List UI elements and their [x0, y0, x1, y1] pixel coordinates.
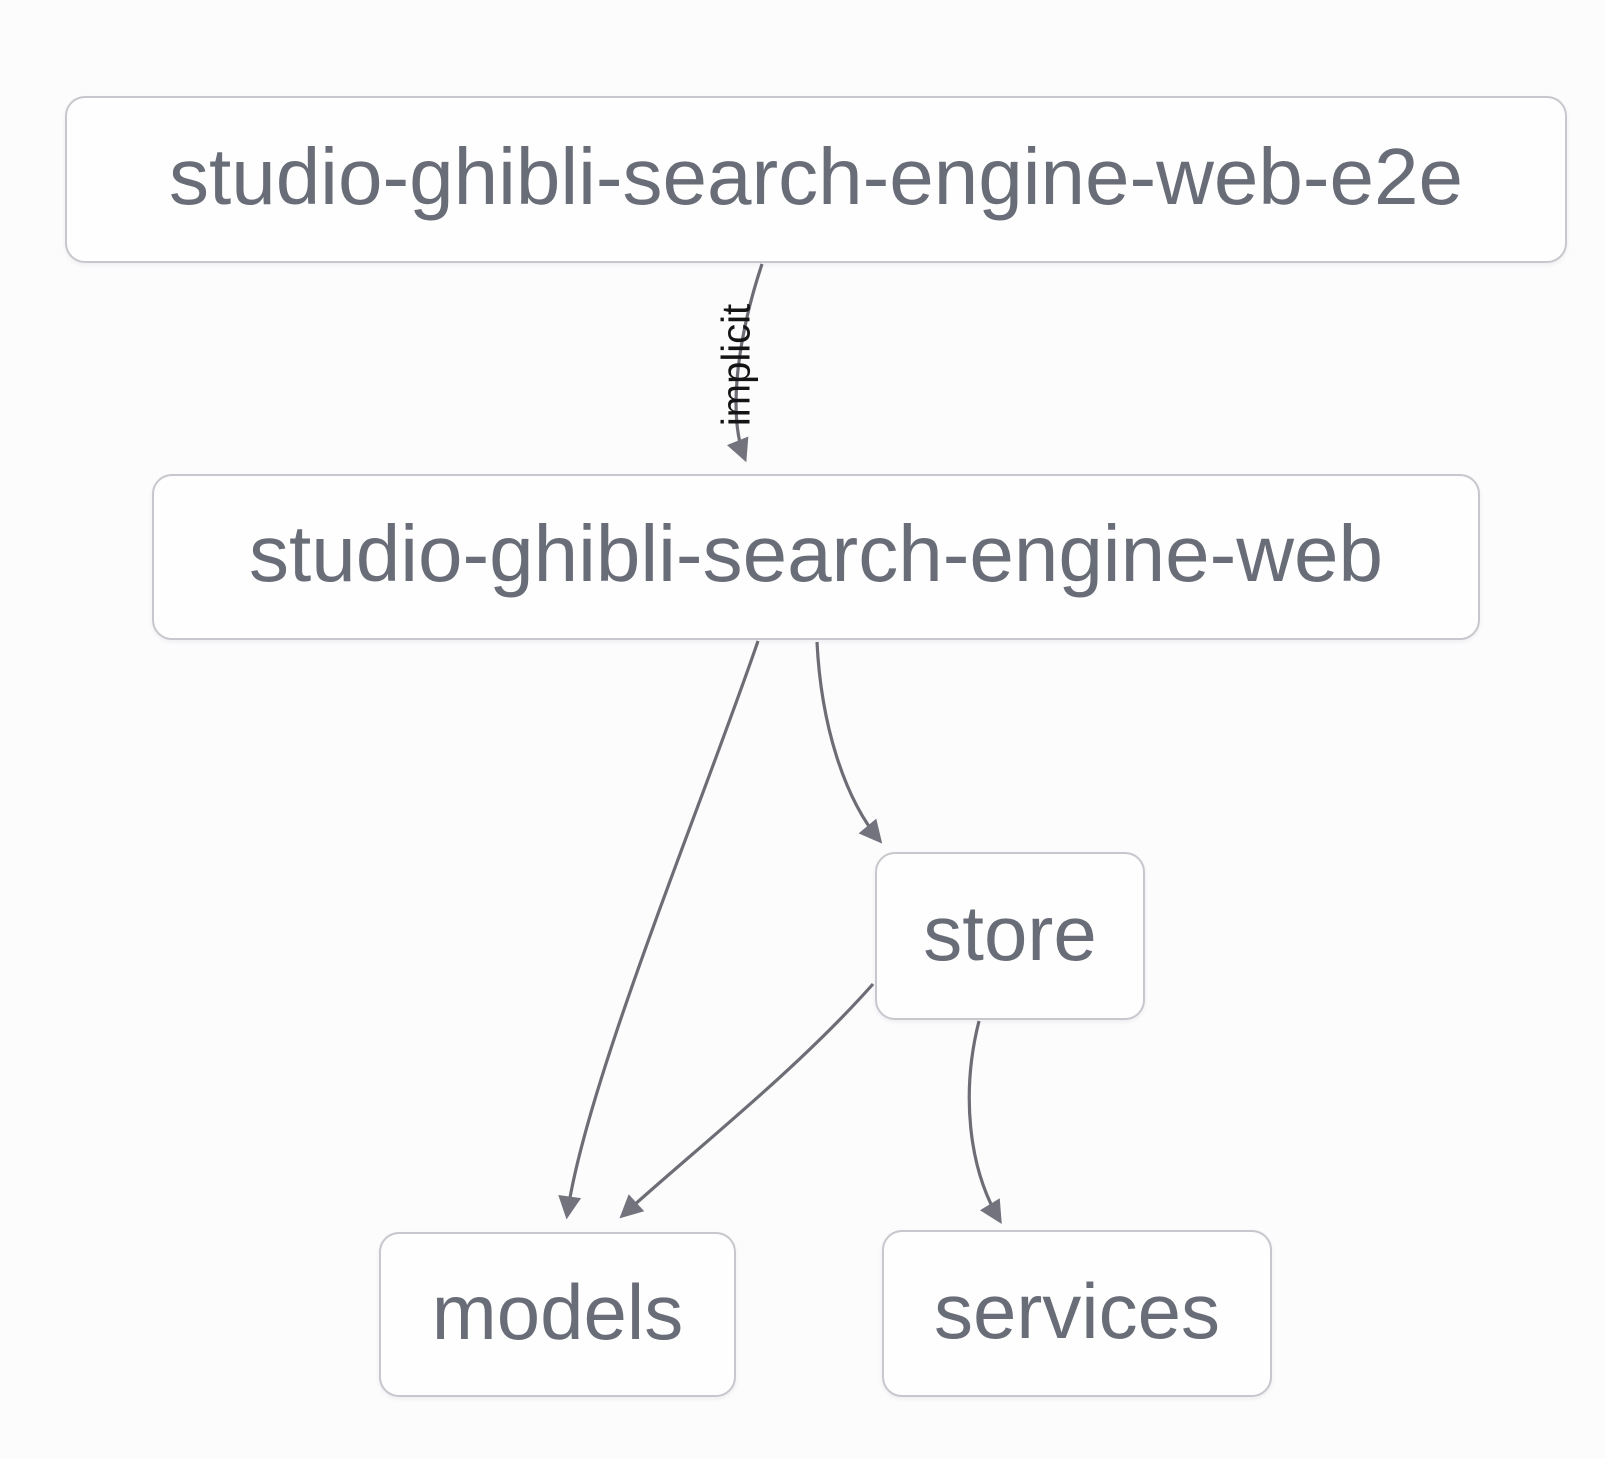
edge-web-to-models — [558, 640, 760, 1220]
node-studio-ghibli-search-engine-web-e2e[interactable]: studio-ghibli-search-engine-web-e2e — [65, 96, 1567, 263]
node-studio-ghibli-search-engine-web[interactable]: studio-ghibli-search-engine-web — [152, 474, 1480, 640]
edge-store-to-services — [967, 1020, 1002, 1224]
node-label: store — [923, 889, 1097, 977]
node-label: studio-ghibli-search-engine-web-e2e — [168, 131, 1464, 221]
edge-web-to-store — [815, 641, 883, 844]
edge-store-to-models — [619, 982, 875, 1219]
node-label: models — [431, 1267, 684, 1356]
edge-label-implicit: implicit — [714, 303, 759, 427]
node-store[interactable]: store — [875, 852, 1145, 1020]
edge-e2e-to-web — [726, 263, 764, 463]
node-label: studio-ghibli-search-engine-web — [249, 509, 1383, 598]
node-label: services — [933, 1266, 1221, 1355]
node-models[interactable]: models — [379, 1232, 736, 1397]
node-services[interactable]: services — [882, 1230, 1272, 1397]
